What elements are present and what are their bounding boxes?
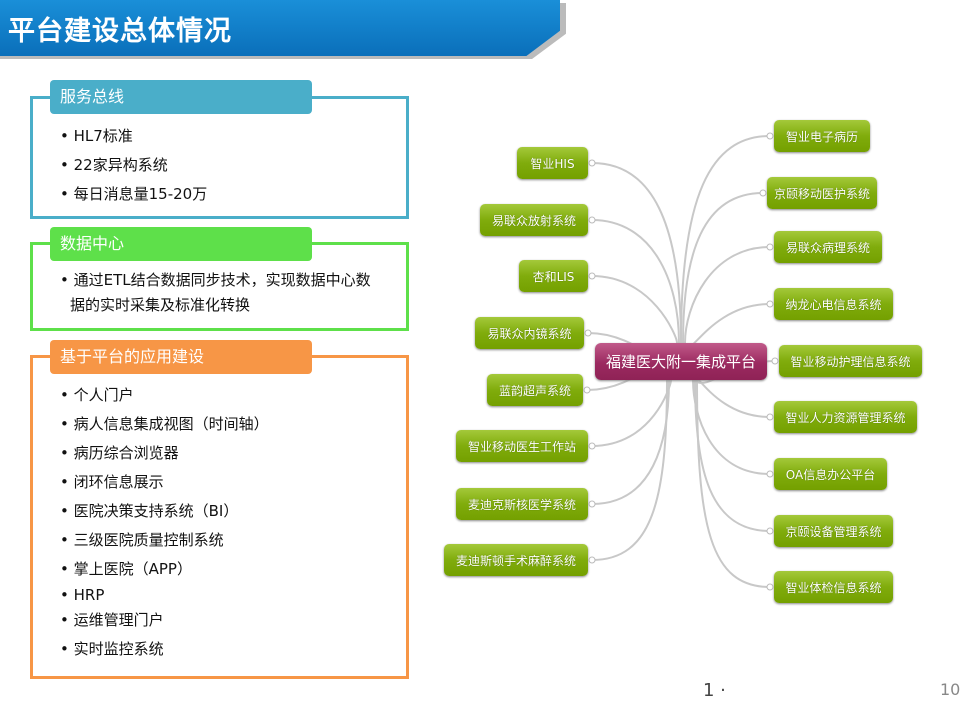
list-item: 三级医院质量控制系统 bbox=[60, 526, 269, 555]
connector-line bbox=[591, 162, 682, 344]
mindmap-node: 易联众病理系统 bbox=[774, 231, 882, 263]
service-bus-list: HL7标准 22家异构系统 每日消息量15-20万 bbox=[60, 122, 208, 209]
mindmap-node: 易联众内镜系统 bbox=[475, 317, 584, 349]
page-title: 平台建设总体情况 bbox=[8, 16, 232, 47]
connector-dot bbox=[766, 300, 774, 308]
mindmap-node: 杏和LIS bbox=[519, 260, 588, 292]
footer-mark: 1 · bbox=[703, 680, 726, 701]
connector-dot bbox=[588, 556, 596, 564]
connector-dot bbox=[766, 413, 774, 421]
mindmap-node: OA信息办公平台 bbox=[774, 458, 887, 490]
list-item: 22家异构系统 bbox=[60, 151, 207, 180]
connector-dot bbox=[588, 442, 596, 450]
mindmap-node: 京颐设备管理系统 bbox=[774, 515, 893, 547]
connector-line bbox=[690, 373, 771, 418]
panel-header-applications: 基于平台的应用建设 bbox=[50, 340, 312, 374]
connector-line bbox=[591, 379, 670, 505]
mindmap-center-node: 福建医大附一集成平台 bbox=[595, 343, 767, 380]
connector-dot bbox=[588, 500, 596, 508]
connector-dot bbox=[584, 329, 592, 337]
mindmap-node: 麦迪斯顿手术麻醉系统 bbox=[444, 544, 588, 576]
connector-dot bbox=[771, 357, 779, 365]
connector-line bbox=[692, 379, 771, 475]
title-bar bbox=[0, 0, 560, 56]
connector-line bbox=[591, 275, 678, 344]
list-item: 个人门户 bbox=[60, 381, 269, 410]
mindmap-node: 智业HIS bbox=[517, 147, 588, 179]
mindmap-node: 京颐移动医护系统 bbox=[767, 177, 877, 209]
list-item: 医院决策支持系统（BI） bbox=[60, 497, 269, 526]
connector-line bbox=[684, 246, 771, 344]
connector-dot bbox=[766, 470, 774, 478]
connector-dot bbox=[766, 243, 774, 251]
connector-line bbox=[682, 192, 764, 344]
page-number: 10 bbox=[940, 680, 961, 699]
mindmap-node: 智业人力资源管理系统 bbox=[774, 401, 917, 433]
mindmap-node: 麦迪克斯核医学系统 bbox=[456, 488, 588, 520]
mindmap-node: 智业体检信息系统 bbox=[774, 571, 893, 603]
connector-dot bbox=[766, 132, 774, 140]
connector-line bbox=[591, 219, 680, 344]
mindmap-node: 蓝韵超声系统 bbox=[487, 374, 583, 406]
connector-line bbox=[591, 379, 668, 561]
list-item: 通过ETL结合数据同步技术，实现数据中心数据的实时采集及标准化转换 bbox=[60, 268, 380, 318]
connector-line bbox=[680, 135, 771, 344]
applications-list: 个人门户 病人信息集成视图（时间轴） 病历综合浏览器 闭环信息展示 医院决策支持… bbox=[60, 381, 269, 664]
panel-header-data-center: 数据中心 bbox=[50, 227, 312, 261]
list-item: 病历综合浏览器 bbox=[60, 439, 269, 468]
panel-header-service-bus: 服务总线 bbox=[50, 80, 312, 114]
list-item: 病人信息集成视图（时间轴） bbox=[60, 410, 269, 439]
mindmap-node: 智业移动医生工作站 bbox=[456, 430, 588, 462]
connector-dot bbox=[588, 216, 596, 224]
connector-dot bbox=[583, 386, 591, 394]
list-item: 掌上医院（APP） bbox=[60, 555, 269, 584]
list-item: 运维管理门户 bbox=[60, 606, 269, 635]
connector-dot bbox=[759, 189, 767, 197]
connector-line bbox=[686, 303, 771, 349]
connector-dot bbox=[588, 159, 596, 167]
list-item: HL7标准 bbox=[60, 122, 207, 151]
mindmap-node: 智业移动护理信息系统 bbox=[779, 345, 922, 377]
connector-dot bbox=[766, 527, 774, 535]
mindmap-node: 易联众放射系统 bbox=[480, 204, 588, 236]
data-center-list: 通过ETL结合数据同步技术，实现数据中心数据的实时采集及标准化转换 bbox=[60, 268, 380, 318]
list-item: 闭环信息展示 bbox=[60, 468, 269, 497]
mindmap-node: 智业电子病历 bbox=[774, 120, 870, 152]
connector-dot bbox=[588, 272, 596, 280]
connector-line bbox=[591, 379, 672, 447]
connector-line bbox=[694, 379, 771, 532]
list-item: 每日消息量15-20万 bbox=[60, 180, 208, 209]
connector-line bbox=[696, 379, 771, 588]
connector-dot bbox=[766, 583, 774, 591]
list-item: HRP bbox=[60, 584, 269, 606]
list-item: 实时监控系统 bbox=[60, 635, 269, 664]
mindmap-node: 纳龙心电信息系统 bbox=[774, 288, 893, 320]
